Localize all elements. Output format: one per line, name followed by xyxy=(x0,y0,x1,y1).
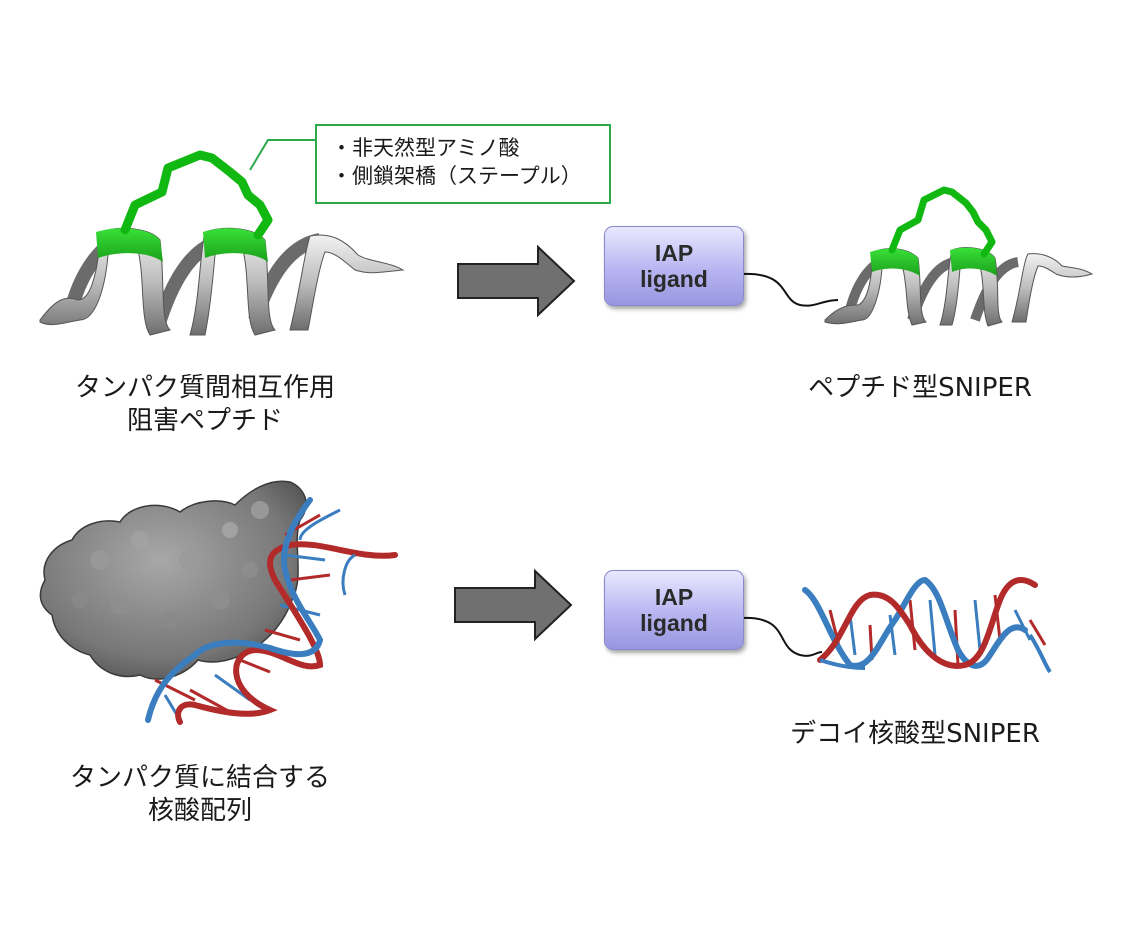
iap-ligand-line2: ligand xyxy=(640,610,708,636)
stapled-peptide-helix-large xyxy=(39,150,405,336)
iap-ligand-box-top: IAP ligand xyxy=(604,226,744,306)
linker-bottom xyxy=(741,616,823,657)
iap-ligand-box-bottom: IAP ligand xyxy=(604,570,744,650)
modification-callout: ・非天然型アミノ酸 ・側鎖架橋（ステープル） xyxy=(315,124,611,204)
caption-line: 核酸配列 xyxy=(147,796,252,826)
caption-line: 阻害ペプチド xyxy=(126,406,283,436)
caption-line: タンパク質間相互作用 xyxy=(74,373,335,403)
peptide-source-caption: タンパク質間相互作用 阻害ペプチド xyxy=(60,372,350,438)
peptide-sniper-caption: ペプチド型SNIPER xyxy=(790,372,1050,405)
protein-dna-complex xyxy=(39,480,398,725)
iap-ligand-line2: ligand xyxy=(640,266,708,292)
iap-ligand-line1: IAP xyxy=(654,240,694,266)
callout-line-side-chain-staple: ・側鎖架橋（ステープル） xyxy=(331,164,582,188)
nucleic-source-caption: タンパク質に結合する 核酸配列 xyxy=(50,762,350,828)
stapled-peptide-helix-small xyxy=(824,186,1094,327)
callout-leader-line xyxy=(249,139,315,171)
decoy-dna-duplex xyxy=(802,576,1052,674)
linker-top xyxy=(741,272,839,307)
callout-line-unnatural-amino-acid: ・非天然型アミノ酸 xyxy=(331,136,520,160)
caption-line: ペプチド型SNIPER xyxy=(808,373,1032,403)
caption-line: タンパク質に結合する xyxy=(69,763,330,793)
iap-ligand-line1: IAP xyxy=(654,584,694,610)
right-arrow-top xyxy=(457,244,576,318)
right-arrow-bottom xyxy=(454,568,573,642)
caption-line: デコイ核酸型SNIPER xyxy=(790,719,1040,749)
decoy-sniper-caption: デコイ核酸型SNIPER xyxy=(770,718,1060,751)
